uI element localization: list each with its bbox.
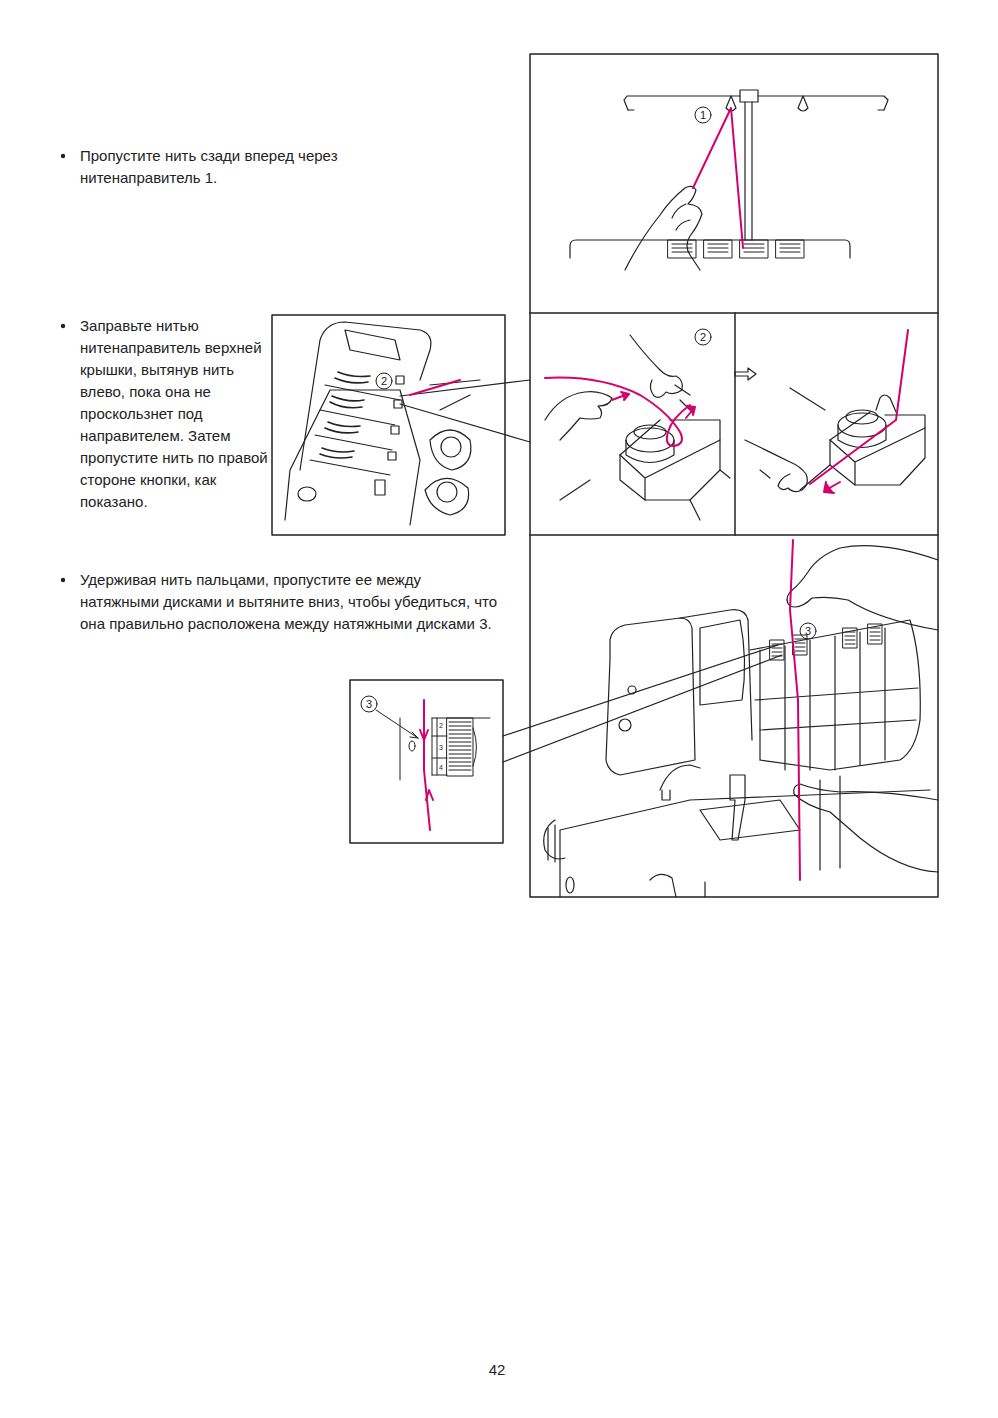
thread-stand	[570, 90, 888, 270]
dial-number: 3	[436, 744, 446, 751]
step-arrow	[735, 368, 756, 380]
thread-line	[420, 700, 433, 830]
page-number: 42	[477, 1362, 517, 1377]
callout-number: 2	[695, 332, 711, 343]
leader-line	[376, 710, 418, 738]
callout-circle	[361, 696, 377, 712]
thread-line	[790, 540, 800, 880]
bullet-dots	[61, 154, 65, 582]
callout-number: 3	[361, 699, 377, 710]
thread-line	[810, 330, 908, 493]
serger-machine	[544, 546, 938, 897]
callout-circle	[695, 107, 711, 123]
callout-circle	[695, 329, 711, 345]
callout-circle	[376, 373, 392, 389]
leader-lines	[400, 380, 782, 762]
tension-dial-detail	[400, 718, 490, 780]
thread-guide-left	[545, 335, 730, 520]
dial-number: 2	[436, 722, 446, 729]
leader-arrowhead	[410, 732, 418, 738]
thread-line	[410, 380, 460, 395]
serger-top-view	[285, 322, 480, 525]
thread-line	[545, 378, 695, 446]
dial-number: 4	[436, 764, 446, 771]
callout-number: 3	[800, 626, 816, 637]
instruction-text: Пропустите нить сзади вперед через нитен…	[80, 145, 398, 189]
instruction-text: Удерживая нить пальцами, пропустите ее м…	[80, 569, 498, 635]
callout-number: 2	[376, 376, 392, 387]
thread-line	[693, 108, 743, 248]
panel-frames	[272, 54, 938, 897]
callout-circle	[800, 623, 816, 639]
instruction-text: Заправьте нитью нитенаправитель верхней …	[80, 315, 268, 513]
callout-number: 1	[695, 110, 711, 121]
